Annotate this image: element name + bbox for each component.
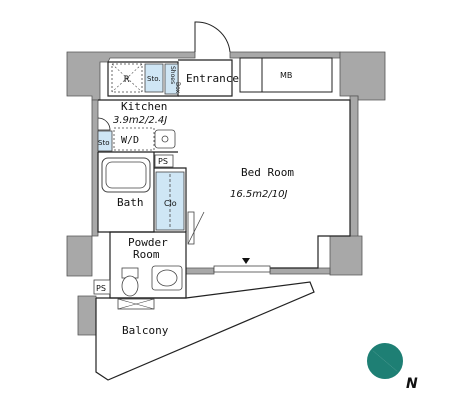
entrance-label: Entrance: [186, 72, 239, 85]
washer-label: W/D: [121, 135, 139, 146]
shoes-box-label-1: Shoes: [169, 66, 176, 84]
kitchen-label: Kitchen: [121, 100, 167, 113]
meter-box: [239, 57, 333, 93]
pipe-space-1-label: PS: [158, 157, 168, 166]
kitchen-area: 3.9m2/2.4J: [113, 115, 167, 126]
bath-label: Bath: [117, 196, 144, 209]
shoes-box-label-2: Box: [174, 82, 181, 94]
compass-north-label: N: [406, 376, 418, 392]
bedroom-label: Bed Room: [241, 166, 294, 179]
pipe-space-2-label: PS: [96, 284, 106, 293]
closet-label: Clo: [164, 199, 177, 208]
kitchen-storage-label: Sto.: [147, 75, 161, 83]
interior-walls: [95, 59, 351, 381]
refrigerator-label: R: [124, 75, 130, 85]
powder-room-label-1: Powder: [128, 236, 168, 249]
toilet: [121, 267, 139, 297]
powder-room-label-2: Room: [133, 248, 160, 261]
balcony-label: Balcony: [122, 324, 169, 337]
bedroom-area: 16.5m2/10J: [230, 189, 287, 200]
meter-box-label: MB: [280, 71, 292, 80]
entrance-door: [194, 21, 231, 53]
bath-storage-label: Sto: [98, 139, 109, 147]
refrigerator: R: [111, 63, 143, 93]
bathtub: [101, 157, 151, 193]
compass: N: [367, 343, 418, 392]
